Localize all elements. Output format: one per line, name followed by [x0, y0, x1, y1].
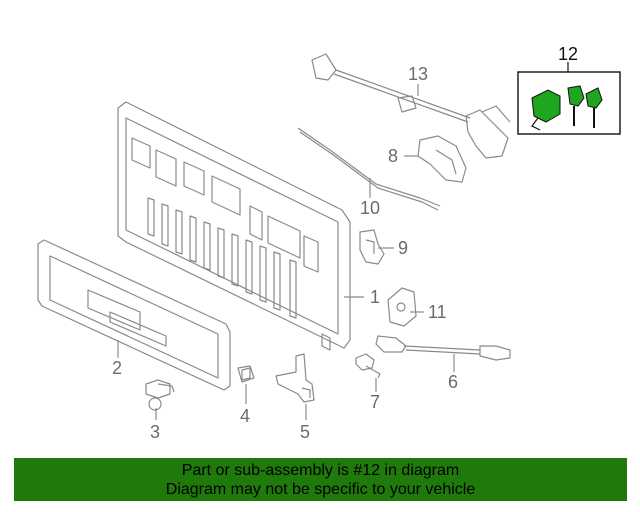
callout-13: 13: [408, 64, 428, 84]
bolt-3: [145, 379, 175, 411]
part-12-box: [517, 71, 621, 135]
callout-1: 1: [370, 287, 380, 307]
key-icon: [567, 85, 585, 107]
callout-4: 4: [240, 406, 250, 426]
callout-7: 7: [370, 392, 380, 412]
callout-10: 10: [360, 198, 380, 218]
banner-line-2: Diagram may not be specific to your vehi…: [165, 481, 476, 498]
handle-trim-plate: [37, 239, 231, 391]
info-banner: Part or sub-assembly is #12 in diagram D…: [14, 458, 627, 501]
banner-line-1: Part or sub-assembly is #12 in diagram: [181, 462, 460, 479]
callout-6: 6: [448, 372, 458, 392]
lock-cylinder-key-set-12[interactable]: [517, 62, 621, 135]
support-cable-6: [375, 335, 511, 361]
callout-11: 11: [428, 302, 447, 322]
callout-12: 12: [558, 44, 578, 64]
callout-9: 9: [398, 238, 408, 258]
parts-diagram: 1 2 3 4 5 6 7 8 9 10 11 12 13: [37, 44, 621, 442]
lock-cylinder-icon: [531, 89, 561, 123]
hinge-5: [275, 353, 315, 403]
release-rod-13: [311, 53, 511, 159]
latch-8: [417, 135, 467, 183]
bracket-4: [237, 365, 255, 383]
callout-2: 2: [112, 358, 122, 378]
bracket-9: [359, 229, 385, 265]
callout-5: 5: [300, 422, 310, 442]
tailgate-shell: [117, 101, 351, 351]
callout-8: 8: [388, 146, 398, 166]
callout-3: 3: [150, 422, 160, 442]
bolt-7: [355, 353, 381, 379]
striker-11: [387, 287, 417, 327]
key-icon: [585, 87, 603, 109]
rod-10: [297, 127, 441, 211]
